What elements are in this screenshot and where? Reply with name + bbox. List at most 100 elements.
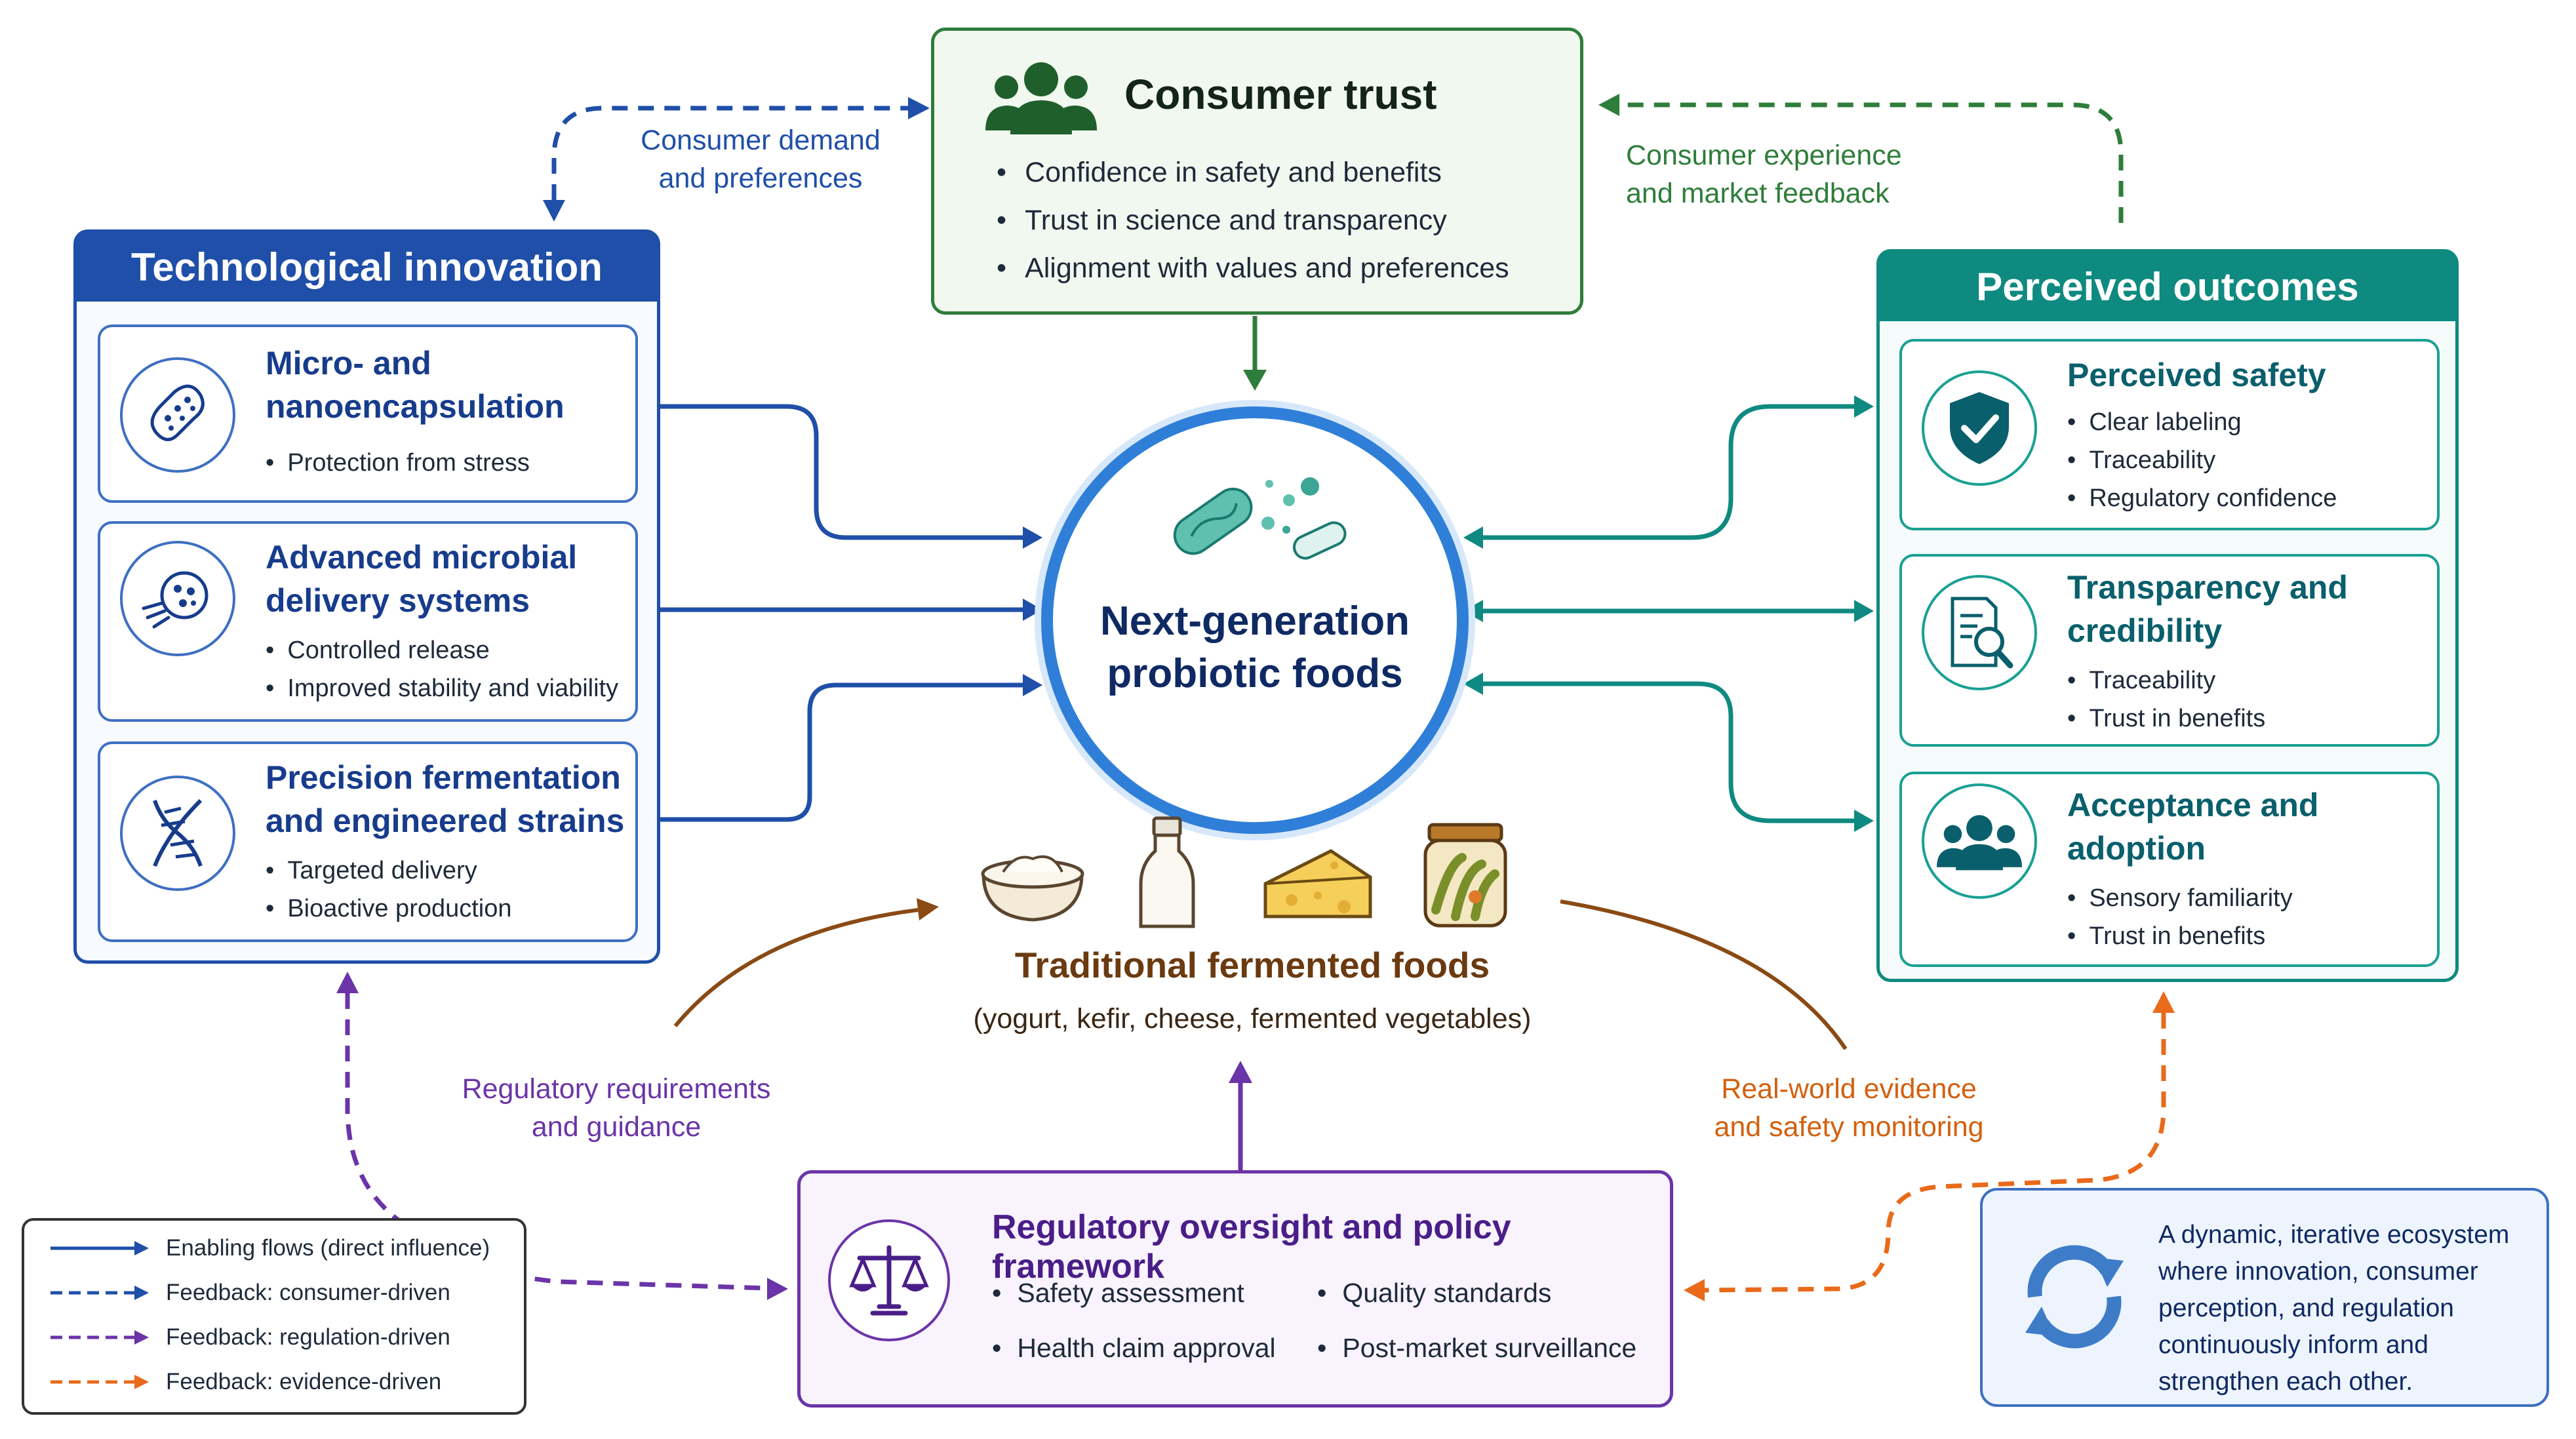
legend-label: Feedback: regulation-driven (166, 1324, 450, 1350)
list-item: Post-market surveillance (1317, 1320, 1636, 1375)
list-item: Targeted delivery (266, 852, 512, 890)
card-title-line: adoption (2067, 830, 2206, 867)
arrowhead (1243, 370, 1267, 391)
ecosystem-note: A dynamic, iterative ecosystem where inn… (1980, 1188, 2549, 1407)
list-item: Regulatory confidence (2067, 479, 2337, 517)
list-item: Bioactive production (266, 890, 511, 928)
legend-dashed-arrow-icon (50, 1286, 149, 1300)
legend-label: Enabling flows (direct influence) (166, 1235, 490, 1261)
innovation-card-delivery: Advanced microbial delivery systems Cont… (98, 521, 638, 722)
card-list: Targeted delivery Bioactive production (266, 852, 512, 928)
outcome-card-safety: Perceived safety Clear labeling Traceabi… (1899, 339, 2440, 530)
arrowhead (1023, 526, 1042, 549)
scales-icon (849, 1245, 929, 1316)
consumer-trust-box: Consumer trust Confidence in safety and … (931, 28, 1583, 315)
label-line: Consumer demand (641, 125, 881, 156)
kefir-bottle-icon (1139, 816, 1195, 928)
legend-dashed-arrow-icon (50, 1375, 149, 1389)
card-title-line: Transparency and (2067, 569, 2348, 606)
card-title-line: Acceptance and (2067, 787, 2319, 823)
card-list: Traceability Trust in benefits (2067, 661, 2265, 738)
traditional-foods-title: Traditional fermented foods (1014, 945, 1490, 985)
flow-arrow-acceptance (1480, 681, 1855, 823)
arrowhead (1854, 810, 1874, 832)
panel-title: Perceived outcomes (1880, 252, 2455, 321)
cheese-icon (1263, 849, 1372, 918)
arrowhead (336, 972, 359, 993)
legend-dashed-arrow-icon (50, 1330, 149, 1345)
card-title-line: credibility (2067, 612, 2223, 649)
arrowhead (1854, 395, 1874, 418)
document-search-icon-frame (1922, 575, 2037, 690)
microbe-delivery-icon (142, 571, 208, 629)
legend-label: Feedback: evidence-driven (166, 1369, 442, 1394)
legend: Enabling flows (direct influence) Feedba… (22, 1218, 526, 1415)
legend-label: Feedback: consumer-driven (166, 1280, 450, 1305)
card-list: Sensory familiarity Trust in benefits (2067, 879, 2293, 955)
card-list: Protection from stress (266, 444, 530, 482)
shield-check-icon (1950, 392, 2009, 464)
card-title: Perceived safety (2067, 357, 2326, 393)
capsule-icon (150, 384, 205, 441)
arrowhead (1598, 94, 1619, 116)
list-item: Quality standards (1317, 1265, 1636, 1320)
card-title: Micro- and nanoencapsulation (266, 342, 565, 428)
probiotic-bacteria-icon (1173, 477, 1347, 560)
consumer-trust-title: Consumer trust (1124, 71, 1437, 118)
document-search-icon (1951, 597, 2013, 669)
card-title-line: and engineered strains (266, 802, 625, 839)
scales-icon-frame (828, 1219, 950, 1341)
feedback-evidence (1704, 1013, 2166, 1293)
legend-item-regulation: Feedback: regulation-driven (50, 1324, 450, 1350)
list-item: Alignment with values and preferences (997, 245, 1509, 292)
hub-label-line: Next-generation (1100, 599, 1410, 644)
arrowhead (543, 200, 565, 222)
capsule-icon-frame (120, 357, 235, 473)
list-item: Trust in science and transparency (997, 197, 1509, 245)
pickle-jar-icon (1423, 823, 1507, 928)
regulatory-list-left: Safety assessment Health claim approval (992, 1265, 1275, 1375)
card-title-line: Advanced microbial (266, 539, 578, 576)
hub-label: Next-generation probiotic foods (1053, 595, 1457, 700)
outcome-card-transparency: Transparency and credibility Traceabilit… (1899, 554, 2440, 747)
consumer-demand-label: Consumer demand and preferences (623, 121, 898, 197)
flow-arrow-encapsulation (635, 404, 1026, 540)
card-title: Transparency and credibility (2067, 566, 2348, 652)
feedback-consumer-demand (551, 106, 908, 200)
next-generation-probiotic-foods-hub: Next-generation probiotic foods (1041, 406, 1469, 834)
legend-item-evidence: Feedback: evidence-driven (50, 1369, 441, 1395)
arrowhead (1229, 1061, 1252, 1083)
perceived-outcomes-panel: Perceived outcomes Perceived safety Clea… (1876, 249, 2459, 982)
card-title-line: delivery systems (266, 582, 530, 619)
list-item: Clear labeling (2067, 403, 2337, 441)
arrowhead (917, 898, 939, 920)
list-item: Trust in benefits (2067, 917, 2293, 955)
panel-title: Technological innovation (77, 233, 657, 302)
label-line: and preferences (658, 163, 863, 194)
hub-label-line: probiotic foods (1107, 651, 1403, 696)
ecosystem-note-text: A dynamic, iterative ecosystem where inn… (2158, 1221, 2510, 1396)
list-item: Health claim approval (992, 1320, 1275, 1375)
traditional-foods-icons (981, 816, 1507, 928)
card-list: Clear labeling Traceability Regulatory c… (2067, 403, 2337, 517)
list-item: Improved stability and viability (266, 669, 618, 707)
regulatory-requirements-label: Regulatory requirements and guidance (433, 1070, 800, 1146)
label-line: Consumer experience (1626, 140, 1902, 171)
arrowhead (767, 1278, 788, 1300)
card-title-line: Precision fermentation (266, 759, 621, 796)
arrowhead (2152, 991, 2175, 1013)
list-item: Confidence in safety and benefits (997, 149, 1509, 197)
arrowhead (1854, 600, 1874, 622)
card-title-line: nanoencapsulation (266, 388, 565, 425)
list-item: Traceability (2067, 661, 2265, 700)
card-title: Advanced microbial delivery systems (266, 536, 577, 622)
people-group-icon (1937, 815, 2022, 871)
arrowhead (1463, 673, 1483, 695)
arrowhead (1023, 674, 1042, 696)
traditional-foods-subtitle: (yogurt, kefir, cheese, fermented vegeta… (973, 1003, 1532, 1035)
regulatory-oversight-box: Regulatory oversight and policy framewor… (797, 1170, 1673, 1408)
cycle-arrows-icon (2025, 1245, 2124, 1349)
list-item: Traceability (2067, 441, 2337, 479)
flow-arrow-fermentation (635, 682, 1026, 822)
arrowhead (1684, 1279, 1705, 1301)
